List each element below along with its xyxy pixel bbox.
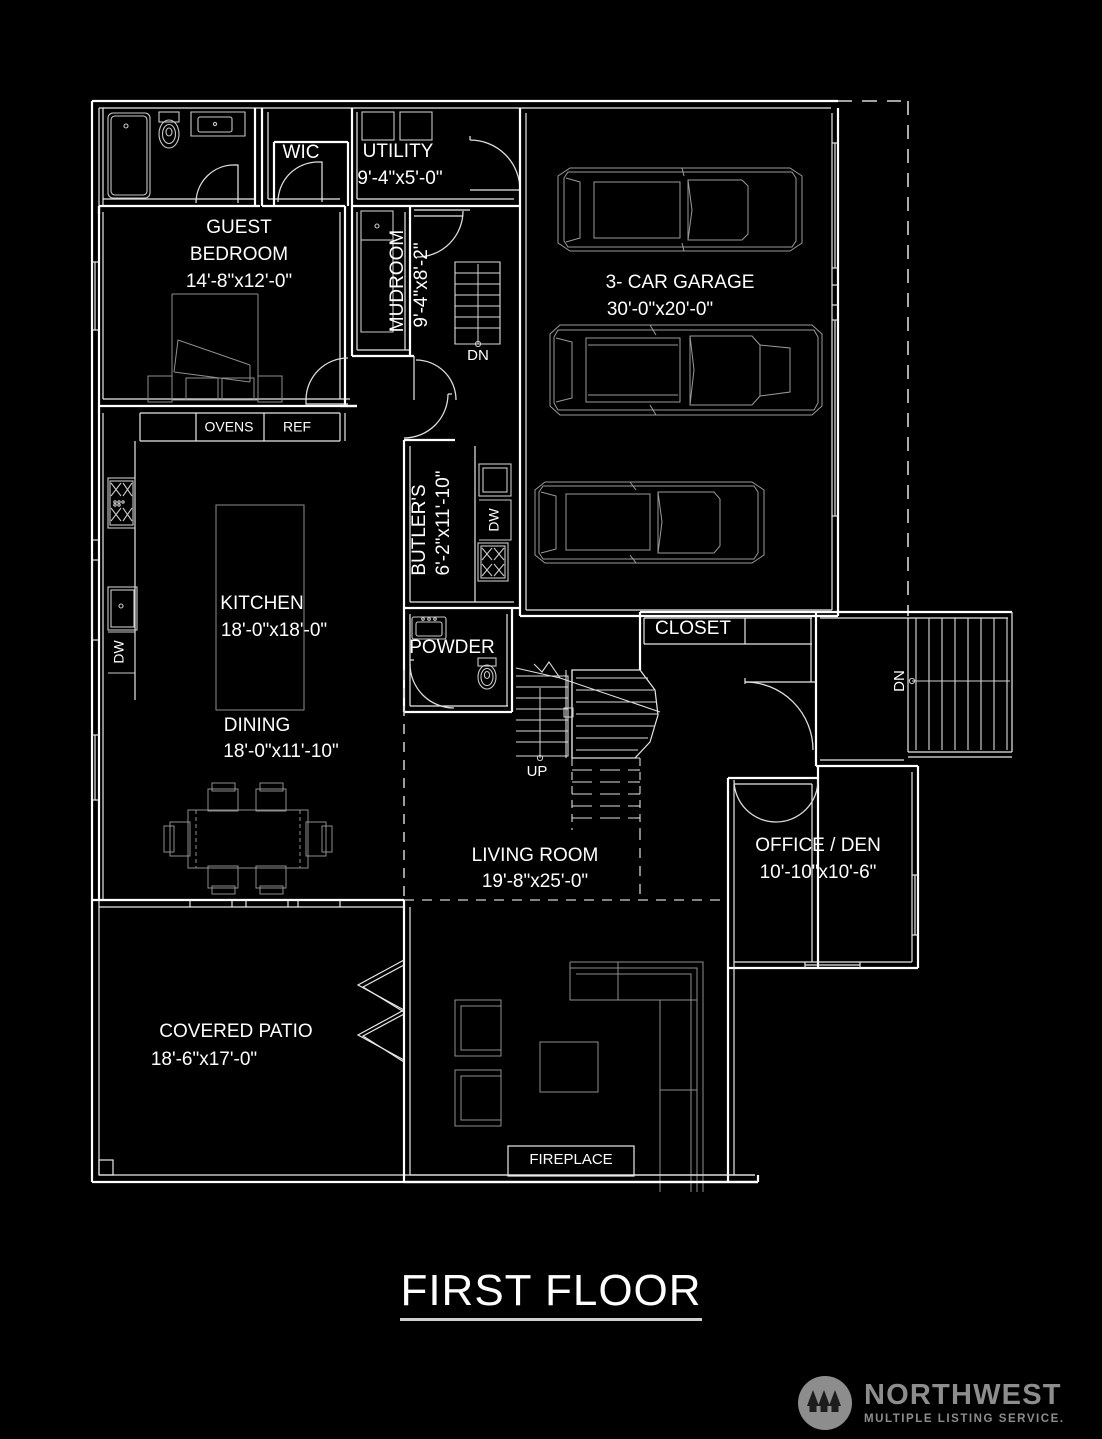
walk-in-closet: WIC bbox=[260, 108, 350, 208]
page-title: FIRST FLOOR bbox=[400, 1267, 702, 1322]
room-dim-covered-patio: 18'-6"x17'-0" bbox=[151, 1049, 257, 1070]
room-label-butlers: BUTLER'S bbox=[409, 484, 430, 575]
room-label-utility: UTILITY bbox=[363, 141, 434, 162]
room-dim-dining: 18'-0"x11'-10" bbox=[223, 741, 338, 762]
room-label-garage: 3- CAR GARAGE bbox=[606, 272, 755, 293]
logo-wordmark: NORTHWEST MULTIPLE LISTING SERVICE. bbox=[864, 1378, 1065, 1426]
appliance-label-ref: REF bbox=[283, 419, 311, 435]
room-label-closet: CLOSET bbox=[655, 618, 731, 639]
car-outline-3 bbox=[534, 481, 765, 564]
closet: CLOSET bbox=[638, 610, 818, 751]
car-outline-1 bbox=[557, 167, 803, 252]
room-dim-garage: 30'-0"x20'-0" bbox=[607, 299, 713, 320]
stair-label-up: UP bbox=[527, 763, 548, 780]
powder-room: POWDER bbox=[402, 608, 514, 714]
room-label-living-room: LIVING ROOM bbox=[472, 845, 599, 866]
room-label-mudroom: MUDROOM bbox=[387, 230, 408, 332]
room-dim-kitchen: 18'-0"x18'-0" bbox=[221, 620, 327, 641]
stair-label-dn-rear: DN bbox=[891, 670, 908, 692]
fireplace-label: FIREPLACE bbox=[529, 1151, 612, 1168]
logo-primary-text: NORTHWEST bbox=[864, 1378, 1062, 1411]
car-outline-2 bbox=[549, 324, 823, 416]
living-room: FIREPLACE LIVING ROOM 19'-8"x25'-0" bbox=[356, 670, 760, 1192]
room-label-office-den: OFFICE / DEN bbox=[755, 835, 881, 856]
garage: 3- CAR GARAGE 30'-0"x20'-0" bbox=[518, 108, 840, 618]
covered-patio: COVERED PATIO 18'-6"x17'-0" bbox=[92, 898, 404, 1176]
room-dim-guest-bedroom: 14'-8"x12'-0" bbox=[186, 271, 292, 292]
room-dim-office-den: 10'-10"x10'-6" bbox=[760, 862, 877, 883]
stair-label-dn-mudroom: DN bbox=[467, 347, 489, 364]
dining: DINING 18'-0"x11'-10" bbox=[163, 670, 405, 900]
room-label-covered-patio: COVERED PATIO bbox=[159, 1021, 312, 1042]
room-label-guest-bedroom-line1: GUEST bbox=[206, 217, 272, 238]
room-dim-utility: 9'-4"x5'-0" bbox=[357, 168, 442, 189]
room-dim-living-room: 19'-8"x25'-0" bbox=[482, 871, 588, 892]
sheet-title-block: FIRST FLOOR bbox=[0, 1267, 1102, 1322]
room-label-wic: WIC bbox=[283, 142, 320, 163]
folding-patio-door bbox=[356, 959, 405, 1063]
butlers-pantry: DW BUTLER'S 6'-2"x11'-10" bbox=[402, 393, 520, 610]
room-label-powder: POWDER bbox=[409, 637, 495, 658]
living-armchairs bbox=[454, 999, 502, 1127]
rear-staircase-down: DN bbox=[814, 610, 1013, 768]
office-den: OFFICE / DEN 10'-10"x10'-6" bbox=[726, 764, 920, 970]
utility-room: UTILITY 9'-4"x5'-0" bbox=[350, 108, 521, 208]
room-label-kitchen: KITCHEN bbox=[220, 593, 303, 614]
dining-table-furniture bbox=[163, 782, 333, 895]
three-trees-glyph bbox=[807, 1390, 841, 1412]
appliance-label-ovens: OVENS bbox=[204, 419, 253, 435]
appliance-label-dw-kitchen: DW bbox=[111, 640, 127, 664]
room-dim-mudroom: 9'-4"x8'-2" bbox=[411, 242, 432, 327]
main-staircase-up: UP bbox=[515, 661, 661, 830]
logo-secondary-text: MULTIPLE LISTING SERVICE. bbox=[864, 1412, 1065, 1425]
living-sectional-sofa bbox=[569, 961, 704, 1192]
guest-bathroom bbox=[97, 108, 263, 214]
mudroom: MUDROOM 9'-4"x8'-2" bbox=[350, 206, 470, 401]
room-dim-butlers: 6'-2"x11'-10" bbox=[433, 471, 454, 576]
three-trees-icon bbox=[798, 1376, 852, 1430]
guest-bedroom: GUEST BEDROOM 14'-8"x12'-0" bbox=[92, 206, 357, 408]
stair-down-mudroom: DN bbox=[454, 261, 501, 364]
room-label-dining: DINING bbox=[224, 715, 291, 736]
kitchen: OVENS REF DW bbox=[91, 404, 357, 900]
appliance-label-dw-butlers: DW bbox=[486, 508, 502, 532]
nwmls-logo: NORTHWEST MULTIPLE LISTING SERVICE. bbox=[798, 1372, 1078, 1434]
room-label-guest-bedroom-line2: BEDROOM bbox=[190, 244, 288, 265]
overhang-dashed-line bbox=[838, 100, 909, 616]
